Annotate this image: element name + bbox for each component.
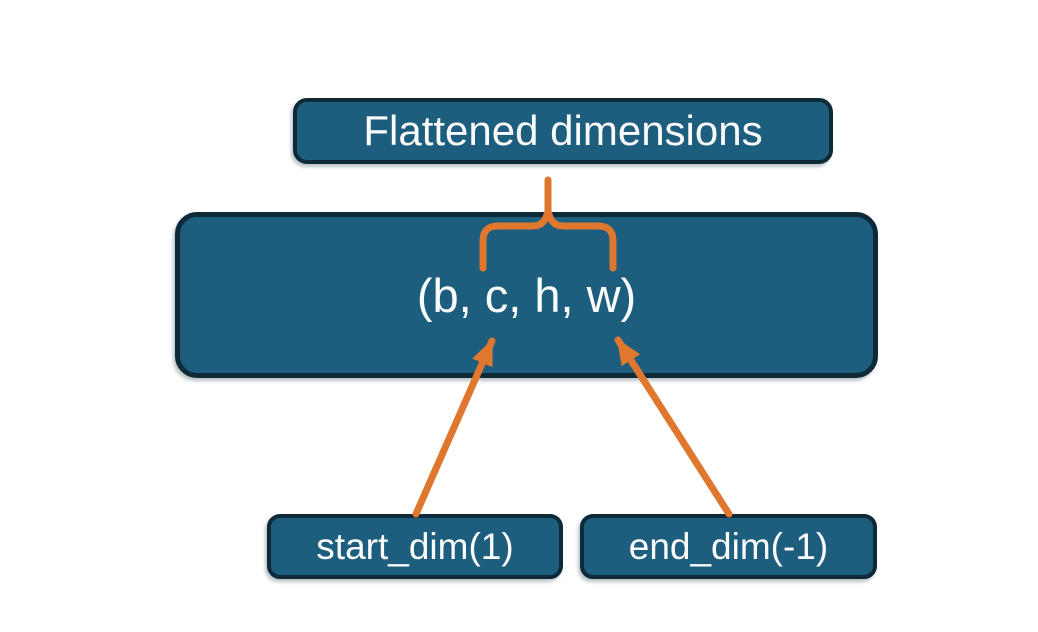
flattened-dimensions-label: Flattened dimensions [363,107,763,154]
tensor-shape-label: (b, c, h, w) [416,268,637,322]
end-dim-label: end_dim(-1) [628,525,829,567]
node-end-dim: end_dim(-1) [580,514,877,579]
node-start-dim: start_dim(1) [267,514,563,579]
start-dim-label: start_dim(1) [316,525,514,567]
node-flattened-dimensions: Flattened dimensions [293,98,833,164]
node-tensor-shape: (b, c, h, w) [175,212,878,378]
